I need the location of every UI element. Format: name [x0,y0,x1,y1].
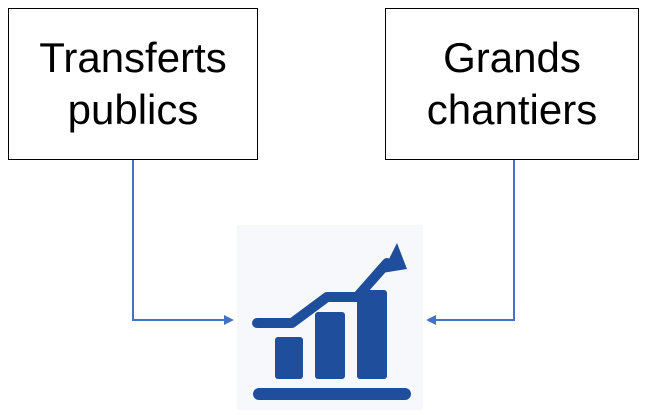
growth-chart-icon [237,225,423,410]
growth-bar-medium [315,312,345,379]
box-left-line-1: Transferts [39,34,227,81]
growth-baseline [253,388,411,400]
box-grands-chantiers: Grands chantiers [385,8,639,160]
connector-right-arrow [426,160,515,325]
growth-bar-large [357,290,387,379]
growth-trend-line [252,258,392,328]
connector-left-arrow [132,160,234,325]
growth-bar-small [275,337,303,379]
box-right-line-2: chantiers [426,86,598,133]
box-right-line-1: Grands [443,34,581,81]
box-transferts-publics: Transferts publics [8,8,258,160]
growth-arrow-head [382,243,407,273]
box-left-line-2: publics [67,86,199,133]
